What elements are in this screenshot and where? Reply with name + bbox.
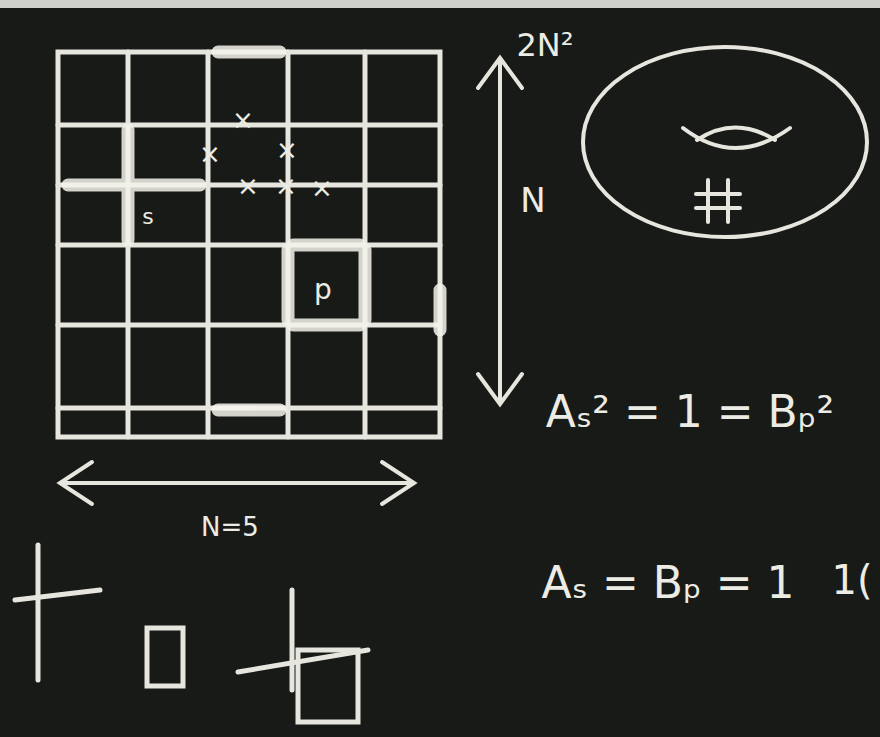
chalk-label: Aₛ = Bₚ = 1 — [541, 561, 794, 605]
chalk-label: p — [314, 276, 332, 304]
chalk-label: Aₛ² = 1 = Bₚ² — [546, 390, 835, 434]
chalk-label: × — [237, 173, 259, 199]
board-top-strip — [0, 0, 880, 8]
chalk-label: N — [520, 183, 545, 217]
highlighted-edges — [68, 52, 440, 410]
torus — [583, 47, 867, 237]
chalk-label: 2N² — [516, 29, 573, 61]
chalk-label: × — [199, 141, 221, 167]
chalk-label: × — [232, 107, 254, 133]
chalk-label: s — [142, 206, 153, 228]
dimension-arrows — [60, 58, 522, 504]
chalk-label: 1( — [831, 560, 872, 600]
chalk-label: N=5 — [201, 514, 259, 540]
lattice — [58, 52, 440, 437]
chalk-label: × — [276, 137, 298, 163]
chalk-label: × — [311, 175, 333, 201]
operator-symbols — [15, 545, 368, 722]
chalk-label: × — [275, 173, 297, 199]
